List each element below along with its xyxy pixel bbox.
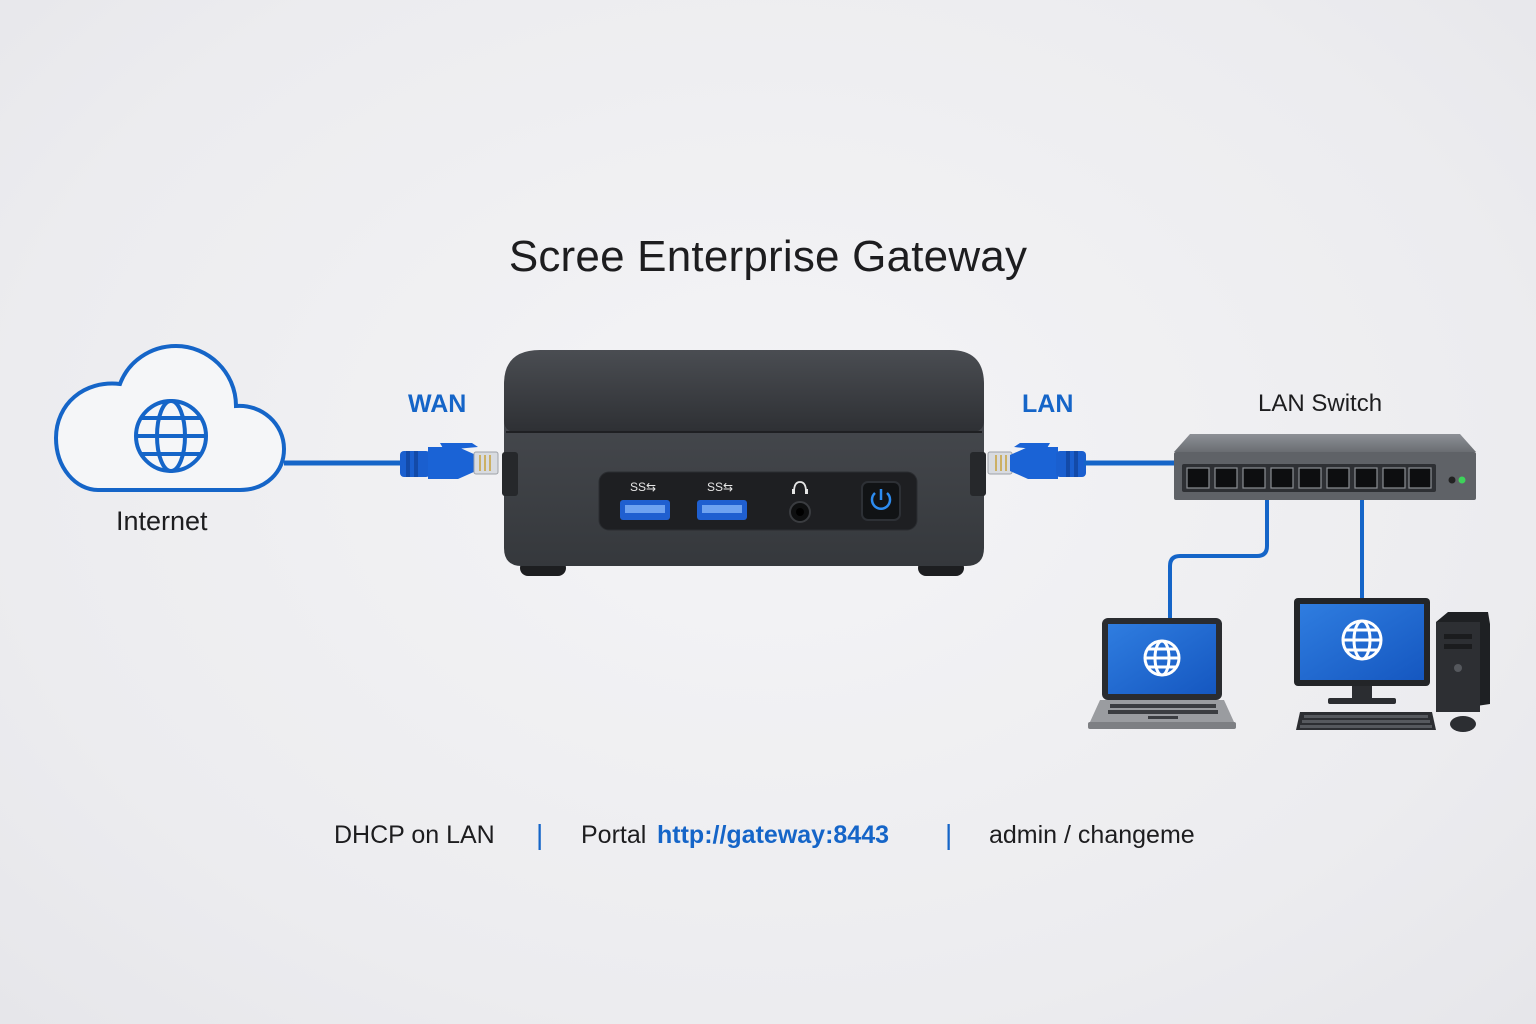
lan-label: LAN: [1022, 390, 1074, 418]
power-icon: [861, 481, 901, 521]
footer-separator-1: |: [536, 819, 544, 850]
wan-label: WAN: [408, 390, 467, 418]
usb-port-1-label: SS⇆: [630, 480, 657, 494]
gateway-device: [502, 350, 986, 576]
wan-cable: [284, 443, 499, 479]
dhcp-note: DHCP on LAN: [334, 821, 495, 849]
usb-port-2-label: SS⇆: [707, 480, 734, 494]
switch-icon: [1174, 434, 1476, 500]
switch-label: LAN Switch: [1258, 390, 1383, 417]
desktop-icon: [1294, 598, 1490, 732]
portal-label: Portal: [581, 821, 647, 849]
laptop-icon: [1088, 618, 1236, 729]
internet-label: Internet: [116, 506, 208, 536]
globe-icon: [134, 399, 208, 473]
footer-separator-2: |: [945, 819, 953, 850]
switch-device-cables: [1168, 500, 1364, 620]
portal-url-link[interactable]: http://gateway:8443: [657, 821, 890, 849]
usb-icon: [620, 500, 747, 520]
lan-cable: [987, 443, 1174, 479]
page-title: Scree Enterprise Gateway: [508, 232, 1028, 281]
headphone-icon: [789, 481, 811, 523]
credentials-note: admin / changeme: [989, 821, 1195, 849]
footer-info: DHCP on LAN | Portal http://gateway:8443…: [0, 819, 1536, 857]
